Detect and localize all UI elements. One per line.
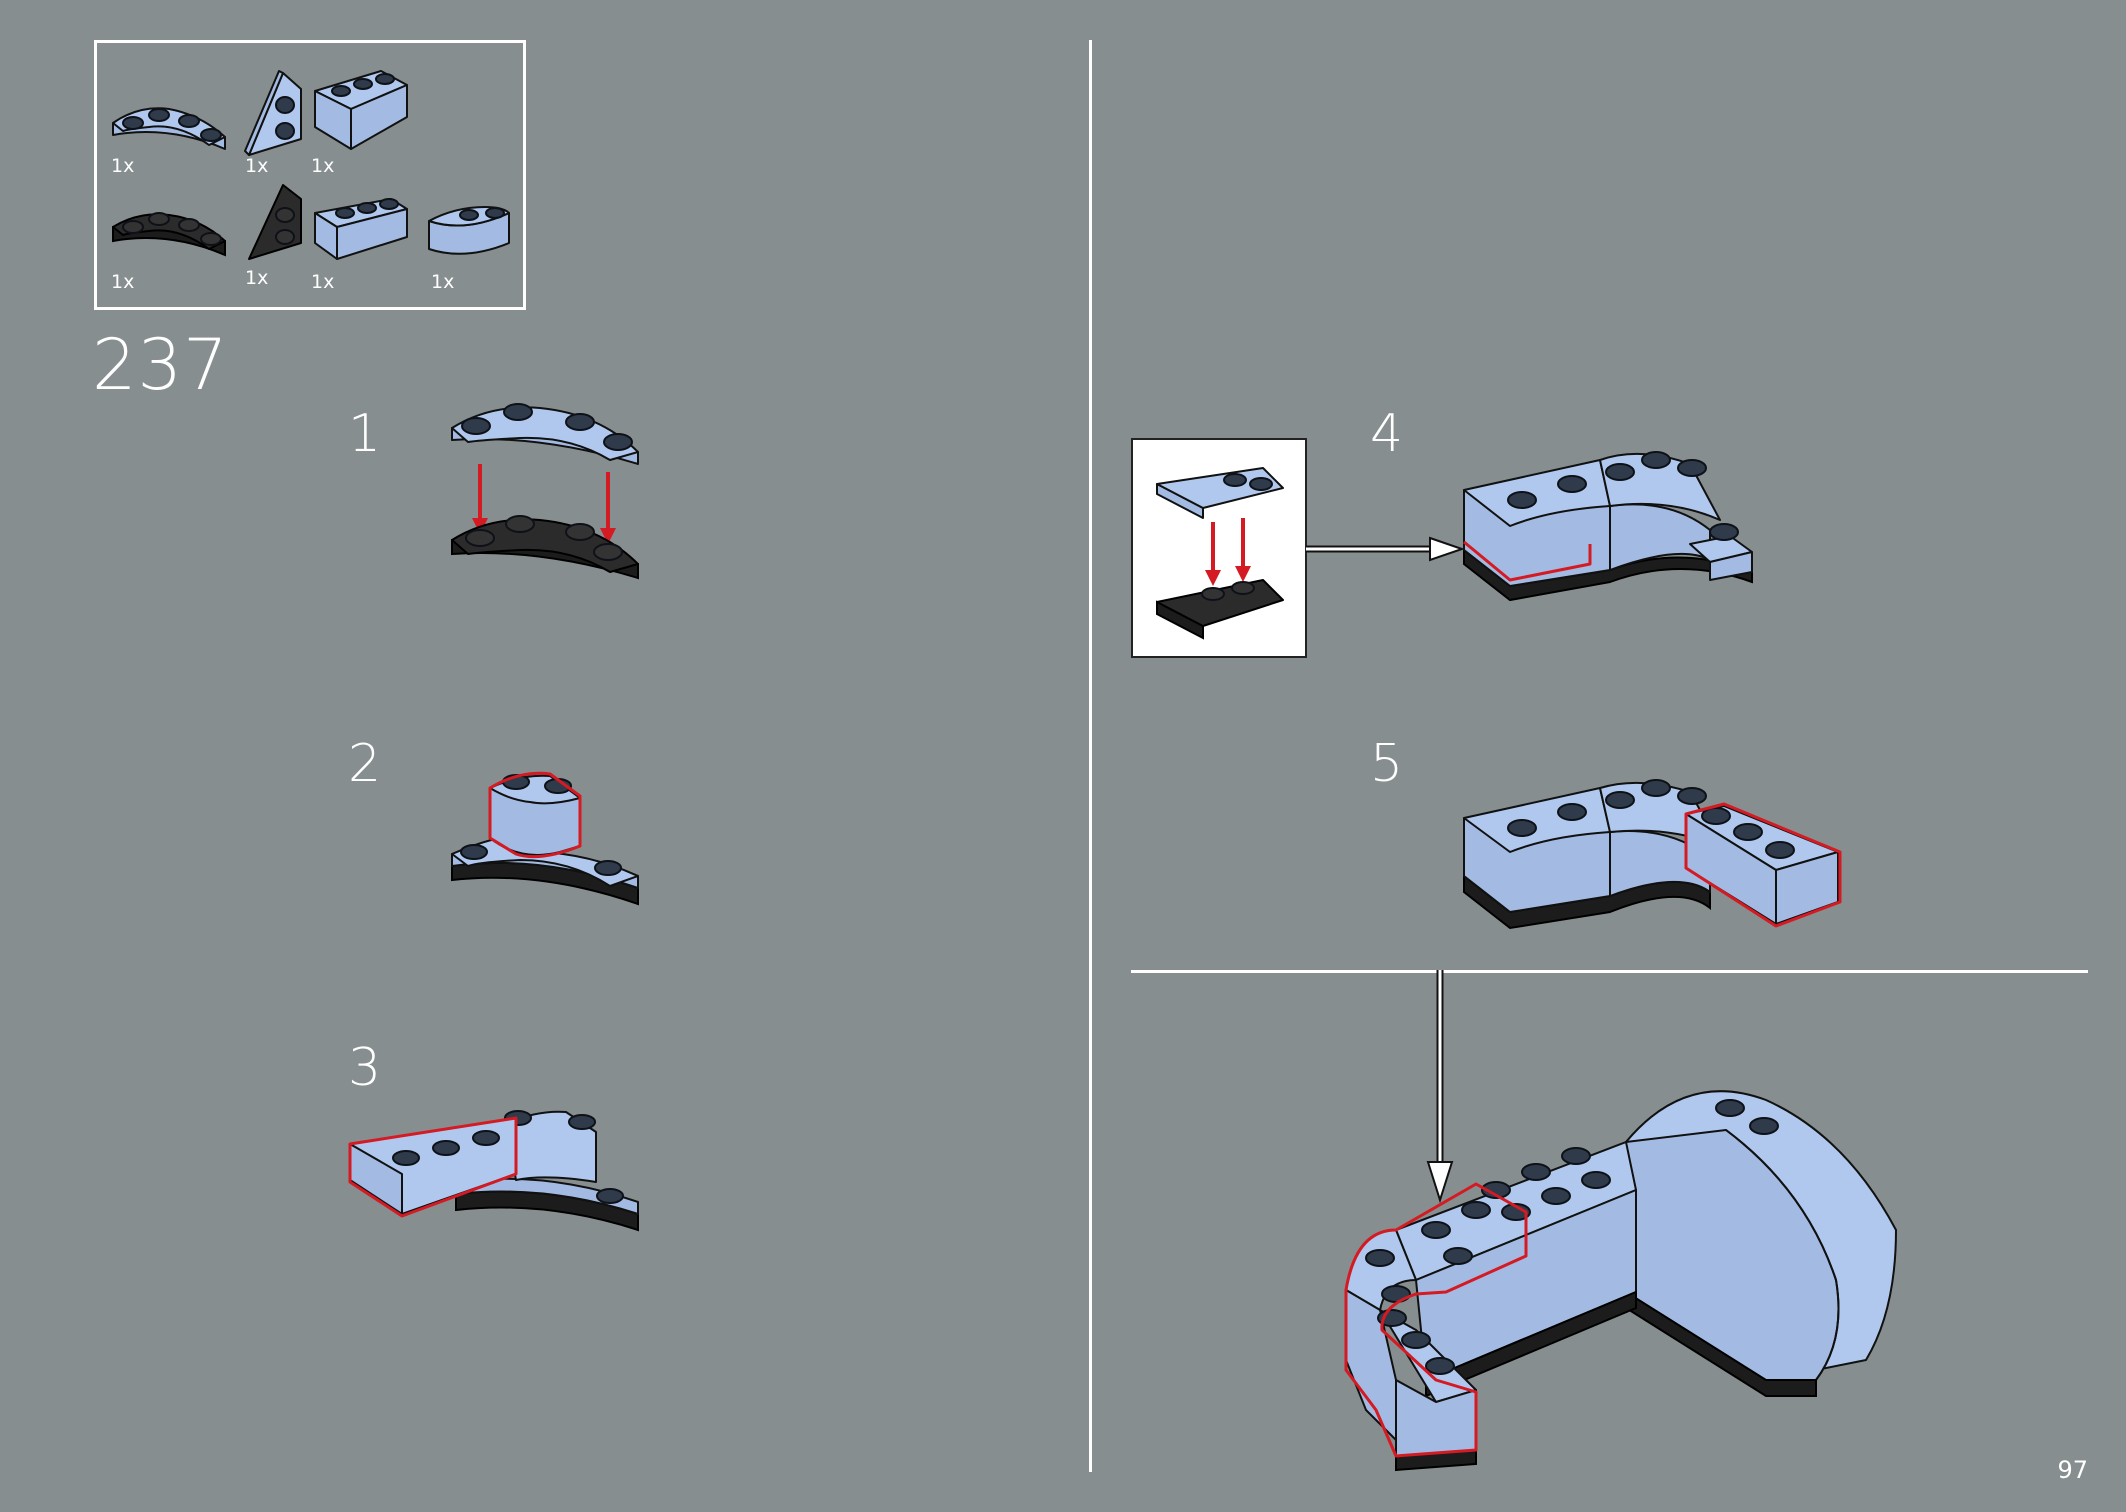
substep-number: 3 [348, 1038, 382, 1098]
callout-box [1131, 438, 1307, 658]
substep-2-illustration [451, 771, 639, 906]
qty-label: 1x [245, 155, 269, 177]
substep-number: 1 [348, 404, 382, 464]
qty-label: 1x [245, 267, 269, 289]
substep-4-illustration [1463, 451, 1753, 602]
qty-label: 1x [311, 155, 335, 177]
light-blue-wedge-brick-icon [314, 70, 408, 150]
down-arrow [1426, 970, 1454, 1204]
dark-wedge-plate-icon [248, 184, 302, 260]
parts-list-box: 1x 1x 1x 1x 1x 1x 1x [94, 40, 526, 310]
dark-curved-plate-icon [112, 212, 226, 257]
page-number: 97 [2057, 1456, 2088, 1484]
light-blue-wedge-brick-icon [314, 198, 408, 260]
substep-number: 4 [1370, 404, 1404, 464]
callout-arrow [1306, 536, 1466, 562]
substep-number: 5 [1370, 734, 1404, 794]
substep-3-illustration [348, 1110, 639, 1232]
final-assembly-illustration [1344, 1090, 1897, 1472]
section-divider [1131, 970, 2088, 973]
qty-label: 1x [111, 155, 135, 177]
page-divider [1089, 40, 1092, 1472]
light-blue-curved-plate-icon [112, 107, 226, 150]
qty-label: 1x [311, 271, 335, 293]
qty-label: 1x [431, 271, 455, 293]
light-blue-wedge-plate-icon [244, 70, 302, 156]
step-number: 237 [92, 324, 229, 406]
substep-number: 2 [348, 734, 382, 794]
qty-label: 1x [111, 271, 135, 293]
substep-1-illustration [451, 403, 639, 580]
callout-wedge-assembly [1156, 467, 1284, 640]
light-blue-curved-brick-icon [428, 206, 510, 255]
substep-5-illustration [1463, 779, 1842, 930]
